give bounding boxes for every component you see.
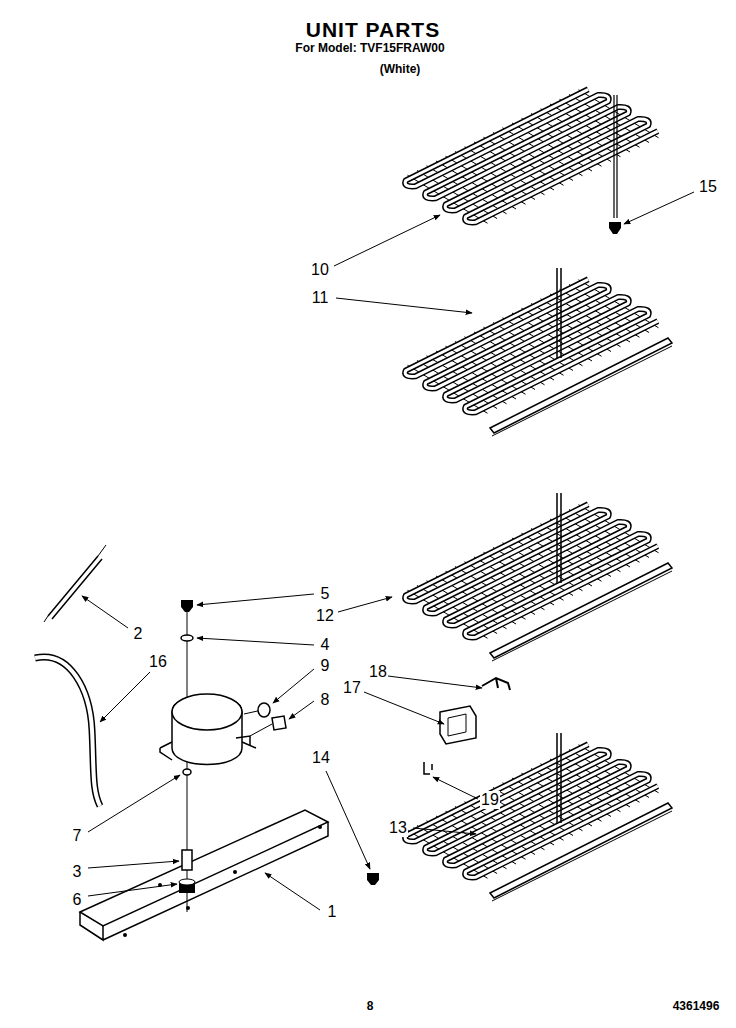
callout-number: 6: [72, 891, 83, 909]
callout-number: 18: [368, 663, 388, 681]
callout-number: 17: [342, 679, 362, 697]
callout-number: 15: [698, 178, 718, 196]
callout-number: 1: [327, 903, 338, 921]
callout-number: 13: [388, 819, 408, 837]
callout-number: 2: [133, 625, 144, 643]
color-note: (White): [379, 63, 422, 76]
callout-number: 14: [311, 749, 331, 767]
callout-number: 8: [320, 691, 331, 709]
callout-number: 5: [320, 585, 331, 603]
callout-number: 3: [72, 863, 83, 881]
callout-number: 9: [320, 657, 331, 675]
callout-number: 10: [310, 261, 330, 279]
model-line: For Model: TVF15FRAW00: [294, 42, 445, 55]
document-number: 4361496: [672, 1000, 721, 1013]
callout-number: 19: [480, 791, 500, 809]
callout-number: 12: [315, 607, 335, 625]
callout-number: 11: [311, 289, 330, 307]
diagram-title: UNIT PARTS: [305, 18, 441, 41]
callout-number: 4: [320, 636, 331, 654]
callout-number: 16: [148, 653, 168, 671]
page-number: 8: [366, 1000, 375, 1013]
callout-number: 7: [72, 827, 83, 845]
